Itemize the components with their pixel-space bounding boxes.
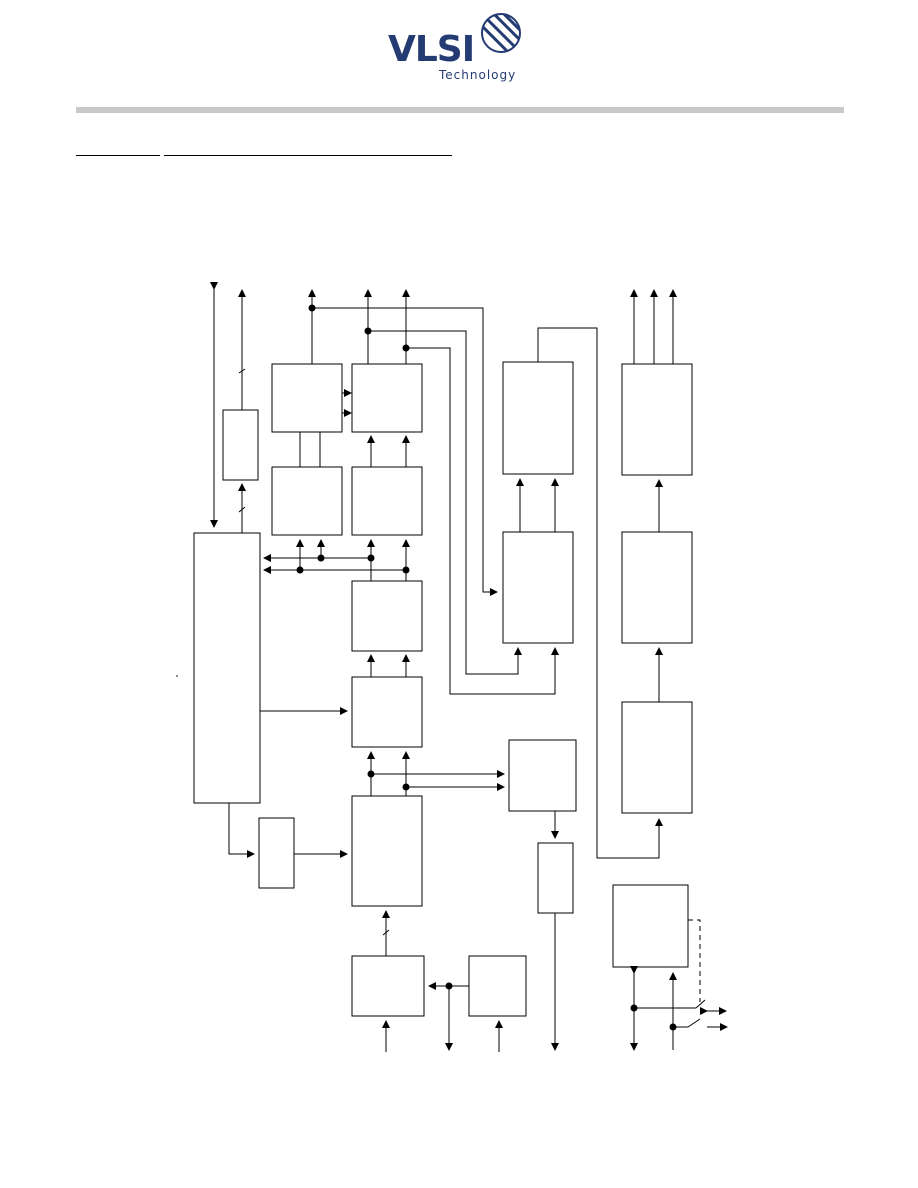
junction-dot (402, 566, 410, 574)
block-right-top (502, 361, 574, 475)
junction-dot (367, 554, 375, 562)
striped-globe-icon (481, 13, 521, 53)
junction-dot (402, 344, 410, 352)
block-mid-a (271, 466, 343, 536)
dashed-control-line (688, 919, 701, 1002)
block-bottom-left (351, 955, 425, 1017)
route-bus-to-right-mid-2 (406, 347, 559, 695)
route-top-a-to-right-mid (312, 307, 498, 596)
vlsi-logo: VLSI Technology (388, 12, 530, 86)
logo-text: VLSI (388, 29, 475, 70)
route-main-to-small-lower (228, 803, 255, 858)
junction-dot (669, 1023, 677, 1031)
logo-subtext: Technology (439, 68, 517, 82)
junction-dot (296, 566, 304, 574)
junction-dot (317, 554, 325, 562)
block-far-right-mid (621, 531, 693, 644)
junction-dot (630, 1004, 638, 1012)
junction-dot (364, 327, 372, 335)
block-bottom-right (468, 955, 527, 1017)
junction-dot (402, 783, 410, 791)
block-mid-b (351, 466, 423, 536)
block-far-right-bottom (612, 884, 689, 968)
block-small-lower-left (258, 817, 295, 889)
header-rule (76, 107, 844, 113)
block-right-side (508, 739, 577, 812)
junction-dot (445, 982, 453, 990)
block-right-narrow (537, 842, 574, 914)
block-far-right-low (621, 701, 693, 814)
junction-dot (308, 304, 316, 312)
block-center-1 (351, 580, 423, 652)
block-small-upper-left (222, 409, 259, 481)
block-center-3 (351, 795, 423, 907)
block-main-controller (193, 532, 261, 804)
block-top-b (351, 363, 423, 433)
section-underline-right (164, 155, 452, 156)
block-top-a (271, 363, 343, 433)
block-far-right-top (621, 363, 693, 476)
block-right-mid (502, 531, 574, 644)
route-right-top-to-far-right (537, 327, 663, 859)
stray-dot (176, 675, 178, 677)
route-bus-to-right-mid-1 (368, 330, 522, 675)
junction-dot (367, 770, 375, 778)
block-center-2 (351, 676, 423, 748)
section-underline-left (76, 155, 160, 156)
